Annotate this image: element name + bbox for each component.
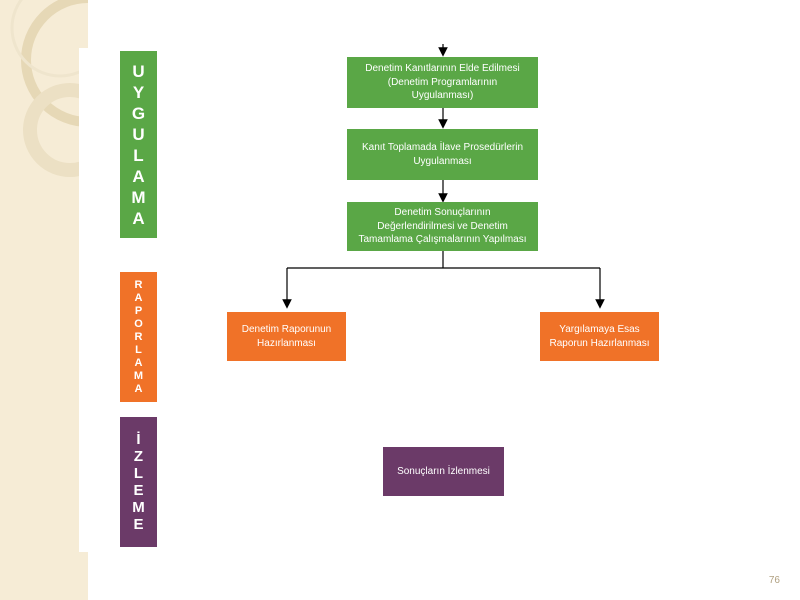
decorative-rings xyxy=(10,0,88,177)
step-audit-report-label: Denetim Raporunun Hazırlanması xyxy=(241,324,332,349)
phase-letter: U xyxy=(132,124,145,144)
phase-letter: M xyxy=(131,187,146,207)
step-additional-box: Kanıt Toplamada İlave Prosedürlerin Uygu… xyxy=(347,129,538,180)
phase-letter: L xyxy=(133,145,144,165)
phase-letter: A xyxy=(132,208,145,228)
decorative-side-strip xyxy=(0,0,88,600)
step-evaluation-label: Denetim Sonuçlarının Değerlendirilmesi v… xyxy=(358,207,527,246)
step-monitoring-label: Sonuçların İzlenmesi xyxy=(397,465,490,477)
phase-letter: L xyxy=(135,343,142,356)
page-number: 76 xyxy=(768,575,780,586)
step-evidence-label: Denetim Kanıtlarının Elde Edilmesi (Dene… xyxy=(365,63,520,102)
phase-letter: İ xyxy=(136,431,141,448)
phase-bar-raporlama: R A P O R L A M A xyxy=(120,272,157,402)
phase-letter: L xyxy=(133,465,144,482)
phase-letter: A xyxy=(132,166,145,186)
phase-letter: R xyxy=(134,278,143,291)
phase-letter: E xyxy=(133,482,144,499)
step-audit-report-box: Denetim Raporunun Hazırlanması xyxy=(227,312,346,361)
phase-letter: M xyxy=(133,369,144,382)
phase-letter: A xyxy=(134,291,143,304)
phase-letter: A xyxy=(134,356,143,369)
phase-letter: M xyxy=(132,499,145,516)
step-judicial-report-box: Yargılamaya Esas Raporun Hazırlanması xyxy=(540,312,659,361)
phase-letter: P xyxy=(134,304,143,317)
step-additional-label: Kanıt Toplamada İlave Prosedürlerin Uygu… xyxy=(361,142,524,167)
phase-bar-uygulama: U Y G U L A M A xyxy=(120,51,157,238)
phase-letter: Z xyxy=(133,448,144,465)
phase-letter: U xyxy=(132,61,145,81)
phase-letter: Y xyxy=(132,82,145,102)
phase-letter: E xyxy=(133,516,144,533)
phase-letter: R xyxy=(134,330,143,343)
phase-letter: A xyxy=(134,382,143,395)
phase-bar-izleme: İ Z L E M E xyxy=(120,417,157,547)
step-monitoring-box: Sonuçların İzlenmesi xyxy=(383,447,504,496)
white-panel xyxy=(79,48,109,552)
step-evaluation-box: Denetim Sonuçlarının Değerlendirilmesi v… xyxy=(347,202,538,251)
step-evidence-box: Denetim Kanıtlarının Elde Edilmesi (Dene… xyxy=(347,57,538,108)
phase-letter: G xyxy=(131,103,146,123)
step-judicial-report-label: Yargılamaya Esas Raporun Hazırlanması xyxy=(549,324,650,349)
phase-letter: O xyxy=(134,317,143,330)
